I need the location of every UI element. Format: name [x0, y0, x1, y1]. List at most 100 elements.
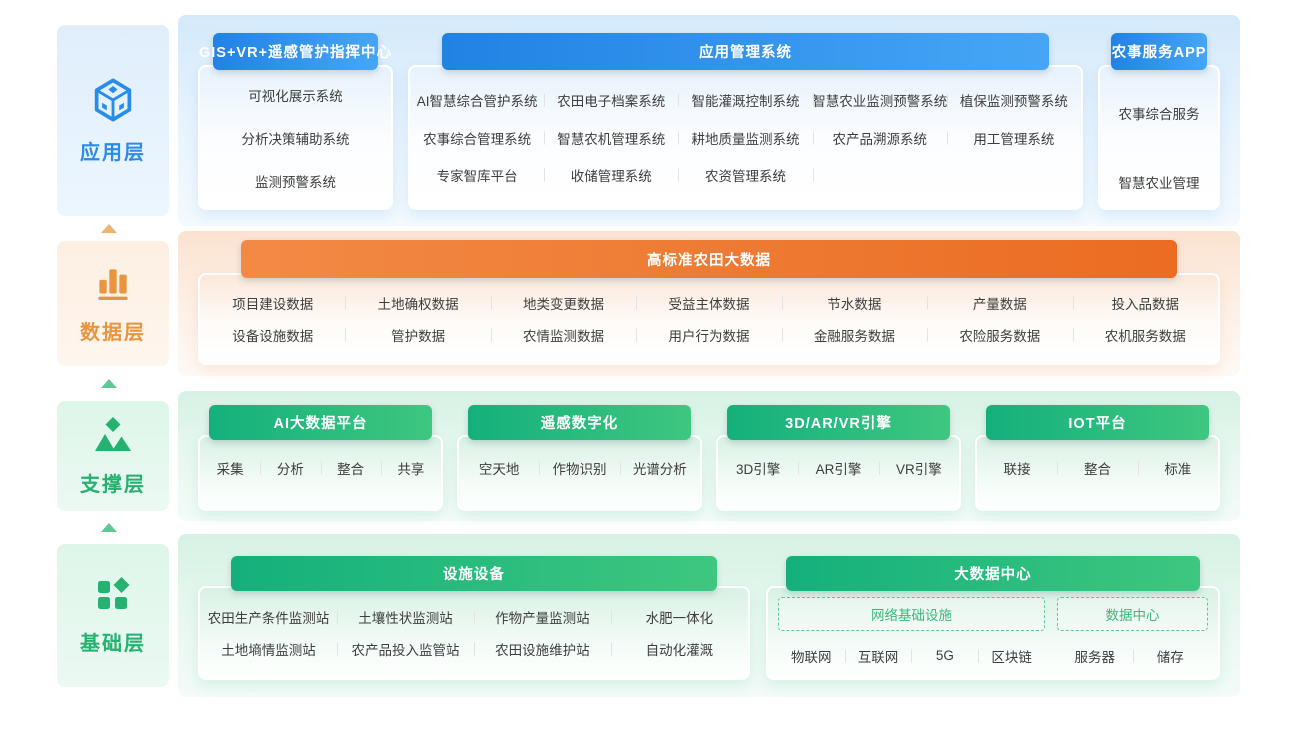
- empty-cell: [947, 165, 1081, 185]
- system-item: 可视化展示系统: [248, 88, 343, 104]
- infra-item: 5G: [911, 642, 978, 669]
- support-item: 整合: [1057, 458, 1137, 478]
- system-item: 收储管理系统: [544, 165, 678, 185]
- system-item: 植保监测预警系统: [947, 90, 1081, 110]
- support-item: 标准: [1138, 458, 1218, 478]
- support-item: 光谱分析: [620, 458, 700, 478]
- support-item: 空天地: [478, 462, 520, 477]
- data-item: 产量数据: [927, 293, 1072, 313]
- support-item: 采集: [216, 462, 244, 477]
- system-item: 农事综合服务: [1118, 107, 1200, 123]
- app-management-card: AI智慧综合管护系统 农田电子档案系统 智能灌溉控制系统 智慧农业监测预警系统 …: [408, 65, 1083, 210]
- system-item: 智慧农业管理: [1118, 175, 1200, 191]
- data-row: 项目建设数据 土地确权数据 地类变更数据 受益主体数据 节水数据 产量数据 投入…: [200, 293, 1218, 313]
- data-item: 用户行为数据: [636, 325, 781, 345]
- system-item: 用工管理系统: [947, 128, 1081, 148]
- system-item: 专家智库平台: [436, 168, 518, 184]
- remote-sensing-panel: 遥感数字化 空天地 作物识别 光谱分析: [457, 405, 702, 511]
- system-item: 智能灌溉控制系统: [678, 90, 812, 110]
- big-data-header: 高标准农田大数据: [241, 240, 1177, 278]
- facilities-header: 设施设备: [231, 556, 717, 591]
- support-layer-row: 支撑层 AI大数据平台 采集 分析 整合 共享 遥感数字化 空天: [57, 391, 1240, 521]
- support-item: VR引擎: [879, 458, 959, 478]
- infra-item: 区块链: [978, 642, 1045, 669]
- data-center-title: 数据中心: [1057, 597, 1208, 631]
- farm-service-app-card: 农事综合服务 智慧农业管理: [1098, 65, 1220, 210]
- system-item: 智慧农机管理系统: [544, 128, 678, 148]
- foundation-layer-badge: 基础层: [57, 544, 169, 687]
- system-item: 农事综合管理系统: [423, 131, 532, 147]
- system-item: 智慧农业监测预警系统: [812, 90, 947, 110]
- data-item: 管护数据: [345, 325, 490, 345]
- farm-service-app-panel: 农事服务APP 农事综合服务 智慧农业管理: [1098, 33, 1220, 210]
- data-center-header: 大数据中心: [786, 556, 1200, 591]
- facility-item: 农田生产条件监测站: [207, 610, 330, 626]
- data-layer-label: 数据层: [80, 322, 146, 344]
- iot-platform-header: IOT平台: [986, 405, 1209, 440]
- ai-platform-panel: AI大数据平台 采集 分析 整合 共享: [198, 405, 443, 511]
- support-row: 3D引擎 AR引擎 VR引擎: [718, 458, 959, 478]
- facility-item: 自动化灌溉: [611, 639, 748, 659]
- data-item: 土地确权数据: [345, 293, 490, 313]
- system-item: 监测预警系统: [255, 174, 336, 190]
- facility-item: 水肥一体化: [611, 607, 748, 627]
- remote-sensing-header: 遥感数字化: [468, 405, 691, 440]
- facility-item: 土地墒情监测站: [221, 643, 316, 659]
- support-item: 分析: [260, 458, 320, 478]
- foundation-layer-label: 基础层: [80, 633, 146, 655]
- support-layer-badge: 支撑层: [57, 401, 169, 511]
- app-management-header: 应用管理系统: [441, 33, 1050, 70]
- data-layer-row: 数据层 高标准农田大数据 项目建设数据 土地确权数据 地类变更数据 受益主体数据…: [57, 231, 1240, 376]
- system-item: 农资管理系统: [678, 165, 812, 185]
- support-item: AR引擎: [798, 458, 878, 478]
- data-center-group: 数据中心 服务器 储存: [1057, 597, 1208, 669]
- gis-command-center-panel: GIS+VR+遥感管护指挥中心 可视化展示系统 分析决策辅助系统 监测预警系统: [198, 33, 393, 210]
- facilities-panel: 设施设备 农田生产条件监测站 土壤性状监测站 作物产量监测站 水肥一体化 土地墒…: [198, 556, 750, 680]
- infra-item: 服务器: [1074, 649, 1116, 665]
- iot-platform-card: 联接 整合 标准: [975, 435, 1220, 511]
- data-item: 设备设施数据: [232, 329, 314, 344]
- iot-platform-panel: IOT平台 联接 整合 标准: [975, 405, 1220, 511]
- facility-item: 农产品投入监管站: [337, 639, 474, 659]
- data-item: 金融服务数据: [782, 325, 927, 345]
- facility-item: 农田设施维护站: [474, 639, 611, 659]
- support-row: 空天地 作物识别 光谱分析: [459, 458, 700, 478]
- facility-row: 农田生产条件监测站 土壤性状监测站 作物产量监测站 水肥一体化: [200, 607, 748, 627]
- cube-icon: [89, 76, 137, 124]
- up-arrow-icon: [101, 378, 117, 388]
- support-item: 整合: [321, 458, 381, 478]
- ai-platform-header: AI大数据平台: [209, 405, 432, 440]
- ai-platform-card: 采集 分析 整合 共享: [198, 435, 443, 511]
- application-layer-label: 应用层: [80, 142, 146, 164]
- data-item: 节水数据: [782, 293, 927, 313]
- facilities-card: 农田生产条件监测站 土壤性状监测站 作物产量监测站 水肥一体化 土地墒情监测站 …: [198, 586, 750, 680]
- foundation-layer-row: 基础层 设施设备 农田生产条件监测站 土壤性状监测站 作物产量监测站 水肥一体化…: [57, 534, 1240, 697]
- app-management-panel: 应用管理系统 AI智慧综合管护系统 农田电子档案系统 智能灌溉控制系统 智慧农业…: [408, 33, 1083, 210]
- system-row: 专家智库平台 收储管理系统 农资管理系统: [410, 165, 1081, 185]
- system-row: 农事综合管理系统 智慧农机管理系统 耕地质量监测系统 农产品溯源系统 用工管理系…: [410, 128, 1081, 148]
- support-row: 联接 整合 标准: [977, 458, 1218, 478]
- network-infra-row: 物联网 互联网 5G 区块链: [778, 642, 1045, 669]
- layer-gap: [0, 223, 1294, 233]
- infra-item: 互联网: [845, 642, 912, 669]
- engine-3d-ar-vr-panel: 3D/AR/VR引擎 3D引擎 AR引擎 VR引擎: [716, 405, 961, 511]
- remote-sensing-card: 空天地 作物识别 光谱分析: [457, 435, 702, 511]
- bar-chart-icon: [92, 262, 134, 304]
- empty-cell: [813, 165, 947, 185]
- layer-gap: [0, 521, 1294, 534]
- support-item: 作物识别: [539, 458, 619, 478]
- data-item: 农机服务数据: [1073, 325, 1218, 345]
- data-item: 投入品数据: [1073, 293, 1218, 313]
- data-center-panel: 大数据中心 网络基础设施 物联网 互联网 5G 区块链 数据中心: [765, 556, 1220, 680]
- data-center-card: 网络基础设施 物联网 互联网 5G 区块链 数据中心 服务器 储存: [765, 586, 1220, 680]
- infra-item: 物联网: [791, 649, 832, 665]
- support-layer-label: 支撑层: [80, 473, 146, 496]
- system-item: AI智慧综合管护系统: [416, 94, 538, 110]
- data-item: 农情监测数据: [491, 325, 636, 345]
- data-layer-panel: 高标准农田大数据 项目建设数据 土地确权数据 地类变更数据 受益主体数据 节水数…: [178, 231, 1240, 376]
- gis-panel-header: GIS+VR+遥感管护指挥中心: [199, 33, 391, 70]
- farm-service-app-header: 农事服务APP: [1111, 33, 1207, 70]
- engine-3d-ar-vr-card: 3D引擎 AR引擎 VR引擎: [716, 435, 961, 511]
- data-item: 农险服务数据: [927, 325, 1072, 345]
- support-layer-panel: AI大数据平台 采集 分析 整合 共享 遥感数字化 空天地 作物识别: [178, 391, 1240, 521]
